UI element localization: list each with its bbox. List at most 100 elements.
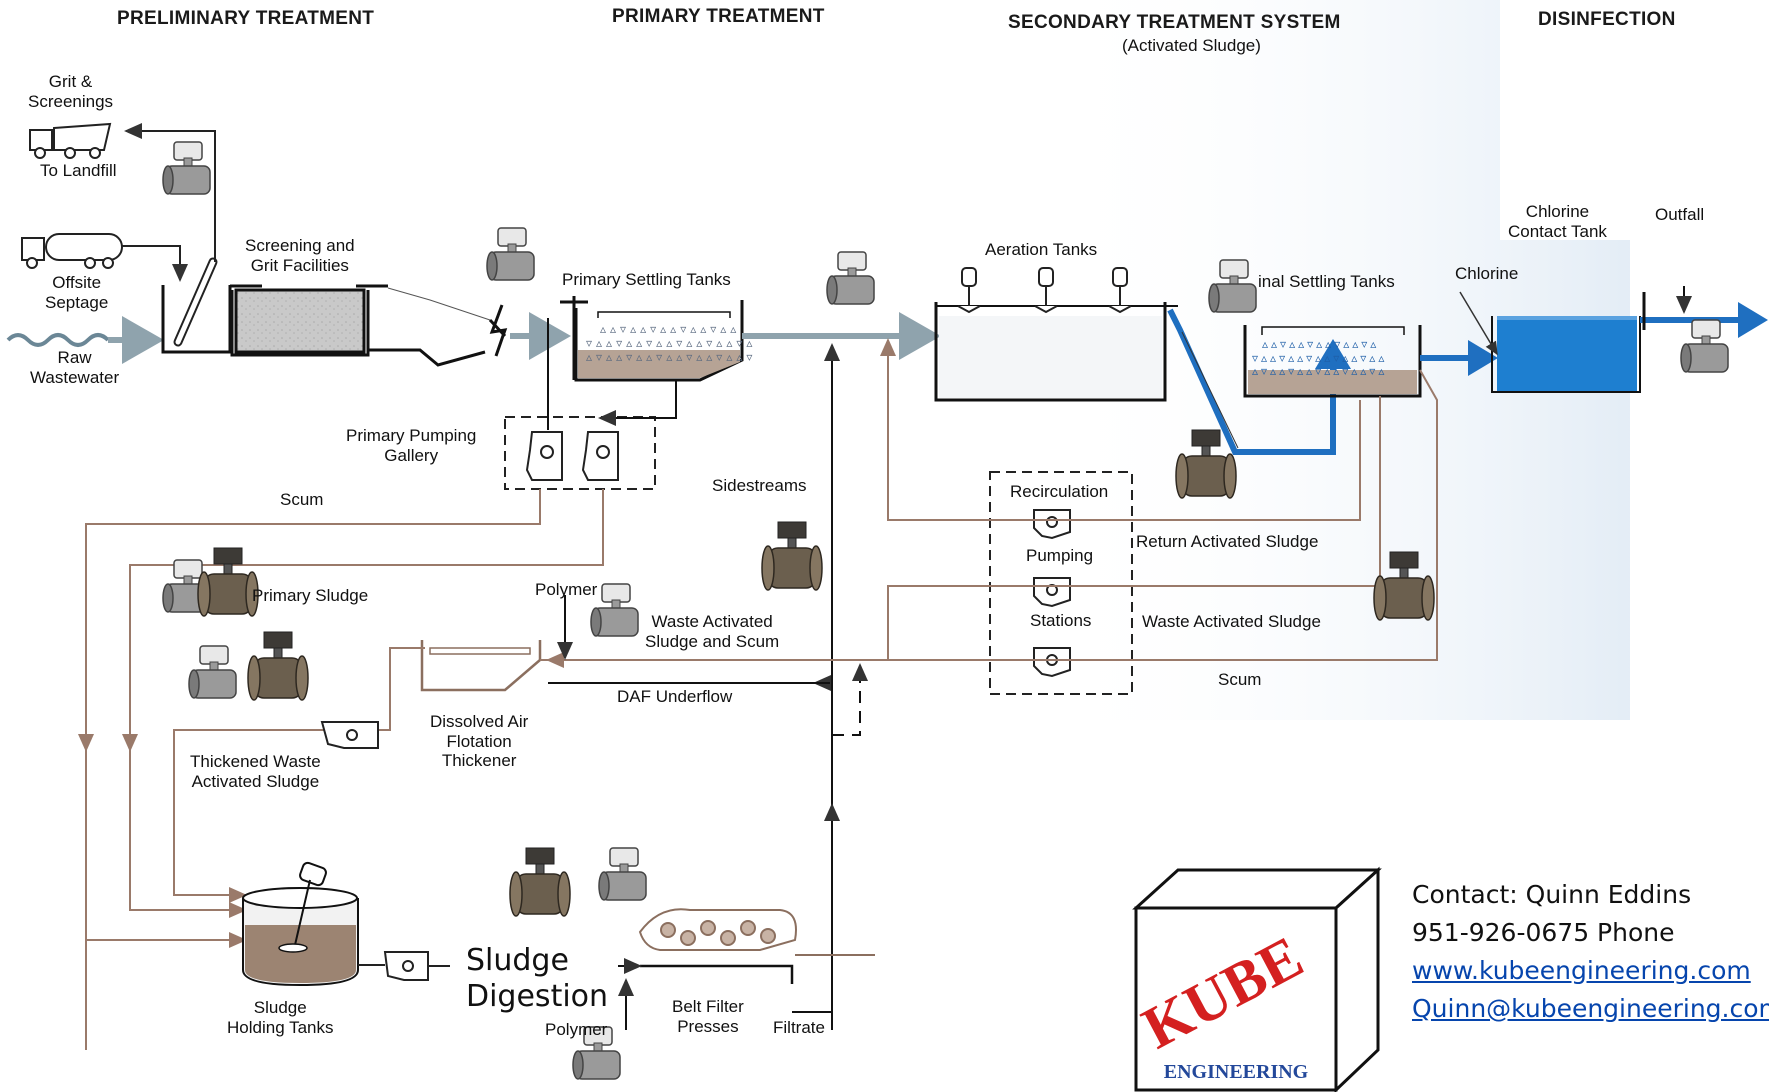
- primary-settling-tank: ▵▵▿▵▵▿▵▵▿▵▵▿▵▵ ▿▵▵▿▵▵▿▵▵▿▵▵▿▵▵▿▵ ▵▿▵▵▿▵▵…: [560, 296, 756, 382]
- flow-meter-icon: [188, 645, 237, 699]
- valve-icon: [1373, 551, 1435, 621]
- svg-text:▵▵▿▵▵▿▵▵▿▵▵▿▵: ▵▵▿▵▵▿▵▵▿▵▵▿▵: [1262, 337, 1379, 351]
- flow-meter-icon: [162, 141, 211, 195]
- primary-sludge-line: [129, 489, 604, 918]
- flow-meter-icon: [486, 227, 535, 281]
- grit-to-landfill-arrow: [124, 123, 216, 262]
- flow-meter-icon: [572, 1026, 621, 1080]
- valve-icon: [1175, 429, 1237, 499]
- scum-right-line: [888, 369, 1438, 661]
- contact-email-link[interactable]: Quinn@kubeengineering.com: [1412, 994, 1769, 1023]
- valve-icon: [197, 547, 259, 617]
- header-preliminary: PRELIMINARY TREATMENT: [117, 8, 375, 29]
- flow-meter-icon: [590, 583, 639, 637]
- label-raw-wastewater: Raw Wastewater: [30, 348, 120, 387]
- header-disinfection: DISINFECTION: [1538, 9, 1676, 30]
- return-activated-sludge-line: [880, 338, 1361, 521]
- belt-filter-press: [638, 908, 875, 956]
- valve-icon: [509, 847, 571, 917]
- label-waste-as: Waste Activated Sludge: [1142, 612, 1321, 631]
- contact-website-link[interactable]: www.kubeengineering.com: [1412, 956, 1751, 985]
- svg-text:▵▵▿▵▵▿▵▵▿▵▵▿▵▵: ▵▵▿▵▵▿▵▵▿▵▵▿▵▵: [600, 322, 740, 336]
- valve-icon: [247, 631, 309, 701]
- label-outfall: Outfall: [1655, 205, 1705, 224]
- label-chlorine: Chlorine: [1455, 264, 1519, 283]
- daf-thickener: [400, 640, 555, 692]
- recirculation-pumping-box: [989, 471, 1133, 695]
- label-final-settling: inal Settling Tanks: [1258, 272, 1395, 291]
- valve-icon: [761, 521, 823, 591]
- label-screening-grit: Screening and Grit Facilities: [245, 236, 355, 275]
- pump-icon: [358, 951, 450, 981]
- label-polymer-top: Polymer: [535, 580, 598, 599]
- header-primary: PRIMARY TREATMENT: [612, 6, 825, 27]
- sludge-holding-tank: [242, 861, 359, 987]
- label-sidestreams: Sidestreams: [712, 476, 807, 495]
- dashed-sidestream: [832, 663, 868, 736]
- valve-icon: [197, 429, 1435, 917]
- label-scum-right: Scum: [1218, 670, 1262, 689]
- flow-meter-icon: [598, 847, 647, 901]
- waste-activated-sludge-line: [546, 396, 1381, 668]
- flow-meter-icon: [1680, 319, 1729, 373]
- label-sludge-digestion: Sludge Digestion: [466, 943, 609, 1014]
- chlorine-contact-tank: [1497, 316, 1637, 392]
- contact-phone: 951-926-0675 Phone: [1412, 918, 1675, 947]
- twas-line: [173, 647, 400, 903]
- label-daf: Dissolved Air Flotation Thickener: [430, 712, 529, 771]
- contact-name: Contact: Quinn Eddins: [1412, 880, 1692, 909]
- bar-screen: [175, 259, 216, 345]
- raw-wastewater-wave-icon: [6, 333, 110, 347]
- dump-truck-icon: [29, 122, 112, 159]
- label-offsite-septage: Offsite Septage: [45, 273, 109, 312]
- flow-meter-icon: [826, 251, 875, 305]
- logo-sub: ENGINEERING: [1164, 1061, 1309, 1083]
- background-patch: [1630, 240, 1769, 720]
- label-belt-filter: Belt Filter Presses: [672, 997, 744, 1036]
- background-patch: [1500, 0, 1769, 240]
- label-stations: Stations: [1030, 611, 1092, 630]
- contact-block: Contact: Quinn Eddins 951-926-0675 Phone…: [1412, 876, 1769, 1028]
- label-to-landfill: To Landfill: [40, 161, 117, 180]
- aeration-tank: [934, 302, 1178, 402]
- pipe-break-icon: [489, 304, 508, 357]
- label-grit-screenings: Grit & Screenings: [28, 72, 114, 111]
- pump-icon: [320, 721, 379, 749]
- svg-text:▿▵▵▿▵▵▿▵▵▿▵▵▿▵▵: ▿▵▵▿▵▵▿▵▵▿▵▵▿▵▵: [1252, 351, 1387, 365]
- kube-logo: KUBE ENGINEERING: [1132, 866, 1382, 1092]
- pump-icon: [525, 431, 619, 481]
- header-secondary-sub: (Activated Sludge): [1122, 36, 1261, 55]
- label-was-scum: Waste Activated Sludge and Scum: [645, 612, 780, 651]
- pipe-outline: [387, 287, 491, 321]
- label-daf-underflow: DAF Underflow: [617, 687, 733, 706]
- label-recirculation: Recirculation: [1010, 482, 1109, 501]
- chlorine-feed-arrow: [1459, 291, 1498, 356]
- label-sludge-holding: Sludge Holding Tanks: [227, 998, 334, 1037]
- label-primary-pumping: Primary Pumping Gallery: [346, 426, 477, 465]
- septage-arrow: [122, 245, 188, 282]
- flow-meter-icon: [1208, 259, 1257, 313]
- label-aeration-tanks: Aeration Tanks: [985, 240, 1098, 259]
- svg-text:▿▵▵▿▵▵▿▵▵▿▵▵▿▵▵▿▵: ▿▵▵▿▵▵▿▵▵▿▵▵▿▵▵▿▵: [586, 336, 756, 350]
- label-primary-settling: Primary Settling Tanks: [562, 270, 731, 289]
- pipe-preliminary-out: [368, 348, 486, 367]
- label-chlorine-contact: Chlorine Contact Tank: [1508, 202, 1607, 241]
- svg-text:▵▿▵▵▿▵▵▿▵▵▿▵▵▿▵: ▵▿▵▵▿▵▵▿▵▵▿▵▵▿▵: [1252, 364, 1387, 378]
- label-scum-left: Scum: [280, 490, 324, 509]
- flow-to-final-settling: [1167, 308, 1351, 455]
- header-secondary: SECONDARY TREATMENT SYSTEM: [1008, 12, 1341, 33]
- svg-text:▵▿▵▵▿▵▵▿▵▵▿▵▵▿▵▵▿: ▵▿▵▵▿▵▵▿▵▵▿▵▵▿▵▵▿: [586, 350, 756, 364]
- label-filtrate: Filtrate: [773, 1018, 825, 1037]
- label-twas: Thickened Waste Activated Sludge: [190, 752, 321, 791]
- primary-pumping-gallery-box: [504, 416, 656, 490]
- scum-left-line: [85, 489, 541, 1050]
- sludge-to-pump-arrow: [598, 380, 677, 426]
- grit-tank: [234, 288, 366, 354]
- tanker-truck-icon: [21, 233, 123, 269]
- label-primary-sludge: Primary Sludge: [252, 586, 369, 605]
- flow-meter-icon: [162, 141, 1729, 1080]
- label-pumping: Pumping: [1026, 546, 1094, 565]
- scum-to-holding-line: [85, 932, 247, 1050]
- label-polymer-bottom: Polymer: [545, 1020, 608, 1039]
